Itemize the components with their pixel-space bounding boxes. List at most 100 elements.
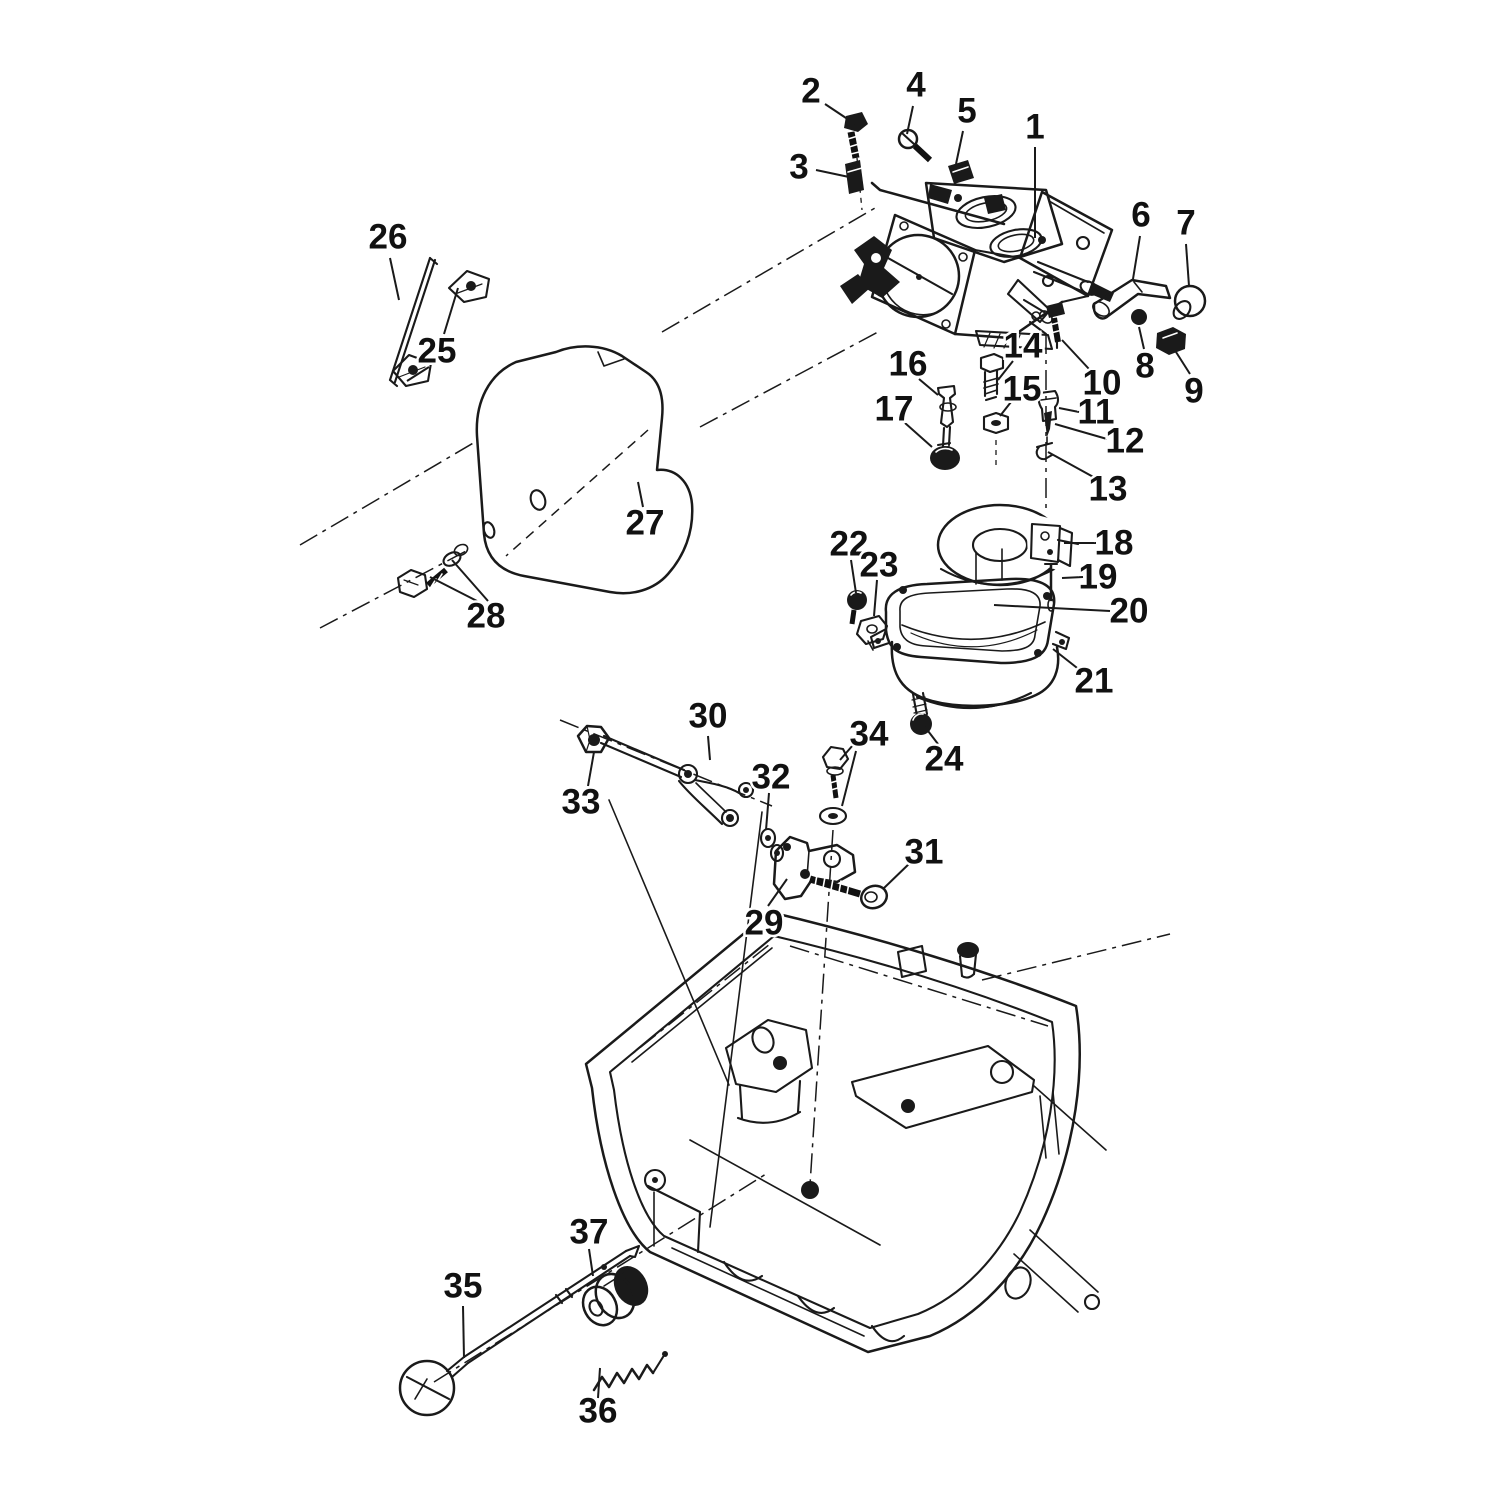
part-20-leader <box>993 604 1111 612</box>
part-number-37: 37 <box>570 1213 609 1252</box>
pan-grommet-hole <box>801 1181 819 1199</box>
part-27-leader <box>637 481 644 508</box>
bolt-2 <box>844 112 868 159</box>
part-28-leader-1 <box>429 576 478 602</box>
throttle-link-rod <box>870 181 1006 226</box>
part-number-19: 19 <box>1079 558 1118 597</box>
part-8-leader <box>1138 326 1145 350</box>
part-number-21: 21 <box>1075 662 1114 701</box>
part-10-leader <box>1061 339 1090 370</box>
part-12-leader <box>1054 423 1108 440</box>
fuel-fittings <box>1092 278 1207 355</box>
part-number-20: 20 <box>1110 592 1149 631</box>
part-number-33: 33 <box>562 783 601 822</box>
part-number-34: 34 <box>850 715 889 754</box>
fuel-inlet-stub <box>1032 260 1114 302</box>
part-34-leader-1 <box>839 744 854 761</box>
part-29-leader <box>767 878 788 907</box>
part-number-26: 26 <box>369 218 408 257</box>
part-number-30: 30 <box>689 697 728 736</box>
part-16-leader <box>918 378 939 396</box>
part-number-9: 9 <box>1184 372 1203 411</box>
choke-knob-assembly <box>398 1244 668 1417</box>
part-number-16: 16 <box>889 345 928 384</box>
part-number-13: 13 <box>1089 470 1128 509</box>
part-2-leader <box>824 103 856 125</box>
cap-nut-7 <box>1172 284 1207 320</box>
part-30-leader <box>707 735 711 761</box>
silencer-cover-group <box>388 256 694 599</box>
spring-36 <box>592 1351 668 1392</box>
part-number-27: 27 <box>626 504 665 543</box>
part-number-3: 3 <box>789 148 808 187</box>
carburetor-top-screws <box>844 112 974 194</box>
clamp-25-lower <box>391 353 433 388</box>
part-number-6: 6 <box>1131 196 1150 235</box>
part-3-leader <box>815 169 850 178</box>
ball-8 <box>1131 309 1147 325</box>
link-rod-30-shaft <box>599 734 686 779</box>
part-6-leader <box>1132 235 1141 280</box>
part-11-leader <box>1058 407 1080 413</box>
carburetor-body <box>840 181 1114 351</box>
part-number-23: 23 <box>860 546 899 585</box>
float-bowl-21 <box>869 621 1071 710</box>
spacer-3 <box>845 160 864 194</box>
part-number-17: 17 <box>875 390 914 429</box>
part-7-leader <box>1185 243 1190 287</box>
part-33-leader <box>587 751 595 787</box>
float-needle-12 <box>1044 411 1052 445</box>
choke-knob-35 <box>398 1244 641 1417</box>
part-25-leader-2 <box>406 366 430 382</box>
part-number-29: 29 <box>745 904 784 943</box>
part-14-leader <box>997 360 1014 381</box>
part-4-leader <box>906 105 914 135</box>
float-bowl-assembly <box>847 548 1071 735</box>
part-21-leader <box>1052 648 1082 672</box>
pan-wing-bracket <box>850 1044 1107 1151</box>
clip-13 <box>1035 441 1054 461</box>
part-28-leader-2 <box>451 559 489 602</box>
float-assembly <box>936 503 1080 612</box>
clamp-25-upper <box>447 269 491 304</box>
part-number-11: 11 <box>1078 393 1115 432</box>
part-number-32: 32 <box>752 758 791 797</box>
part-number-10: 10 <box>1083 364 1122 403</box>
grommet-37 <box>581 1265 649 1327</box>
choke-lever-cluster <box>840 236 900 304</box>
part-number-35: 35 <box>444 1267 483 1306</box>
part-15-leader <box>999 401 1012 417</box>
carburetor-top-plate <box>924 181 1064 264</box>
part-26-leader <box>389 257 400 301</box>
part-31-leader <box>883 860 913 889</box>
part-number-15: 15 <box>1003 370 1042 409</box>
pan-mount-block <box>724 1018 814 1124</box>
bolt-14 <box>979 352 1005 402</box>
part-35-leader <box>462 1305 465 1359</box>
lever-30 <box>677 763 755 828</box>
nut-33 <box>576 724 611 754</box>
part-number-25: 25 <box>418 332 457 371</box>
elbow-fitting-6 <box>1092 278 1172 320</box>
part-number-28: 28 <box>467 597 506 636</box>
part-25-leader-1 <box>443 287 459 335</box>
part-number-7: 7 <box>1176 204 1195 243</box>
part-19-leader <box>1061 576 1084 579</box>
screw-34 <box>818 745 850 826</box>
part-34-leader-2 <box>841 750 857 807</box>
pan-rubber-cap <box>957 942 979 979</box>
bowl-gasket-20 <box>884 548 1056 665</box>
jets-and-needle-parts <box>930 302 1065 470</box>
float-hinge <box>1029 522 1080 568</box>
part-32-leader <box>765 792 770 831</box>
needle-pin-19 <box>1043 562 1059 612</box>
bolt-31 <box>808 874 889 910</box>
pan-oval-hole <box>1004 1266 1032 1300</box>
part-37-leader <box>588 1248 594 1277</box>
part-23-leader <box>873 579 878 617</box>
part-13-leader <box>1047 451 1098 480</box>
bracket-29 <box>772 835 857 901</box>
